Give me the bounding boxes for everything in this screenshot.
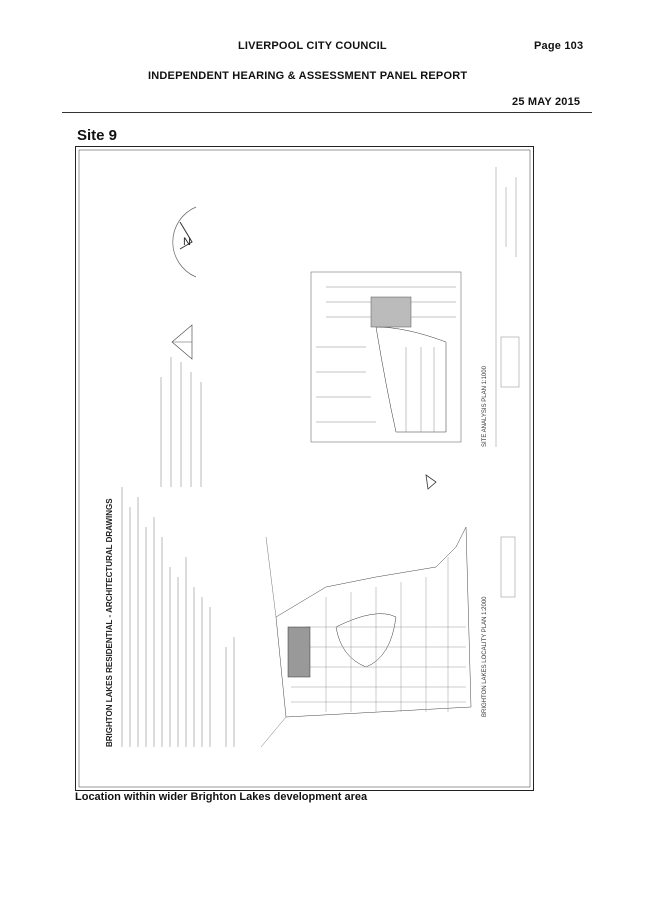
report-title: INDEPENDENT HEARING & ASSESSMENT PANEL R… <box>148 70 468 82</box>
compass-icon <box>171 324 193 360</box>
site-analysis-label: SITE ANALYSIS PLAN 1:1000 <box>482 365 488 447</box>
landscape-symbol-icon <box>425 474 437 490</box>
figure-caption: Location within wider Brighton Lakes dev… <box>75 791 368 803</box>
site-analysis-plan <box>310 271 462 443</box>
locality-plan <box>260 526 472 748</box>
report-date: 25 MAY 2015 <box>512 96 581 108</box>
page-number: Page 103 <box>534 40 584 52</box>
north-arrow-icon: N <box>172 206 197 278</box>
legend-lines <box>160 357 202 487</box>
locality-plan-label: BRIGHTON LAKES LOCALITY PLAN 1:2000 <box>482 596 488 717</box>
inner-frame <box>78 149 531 788</box>
council-name: LIVERPOOL CITY COUNCIL <box>238 40 387 52</box>
site-drawing: BRIGHTON LAKES RESIDENTIAL - ARCHITECTUR… <box>75 146 534 791</box>
title-block <box>495 167 520 598</box>
header-divider <box>62 112 592 113</box>
drawing-list <box>121 487 235 747</box>
svg-text:N: N <box>183 236 191 248</box>
drawing-svg: BRIGHTON LAKES RESIDENTIAL - ARCHITECTUR… <box>78 149 531 788</box>
site-title: Site 9 <box>77 127 118 144</box>
sheet-title: BRIGHTON LAKES RESIDENTIAL - ARCHITECTUR… <box>105 498 114 747</box>
